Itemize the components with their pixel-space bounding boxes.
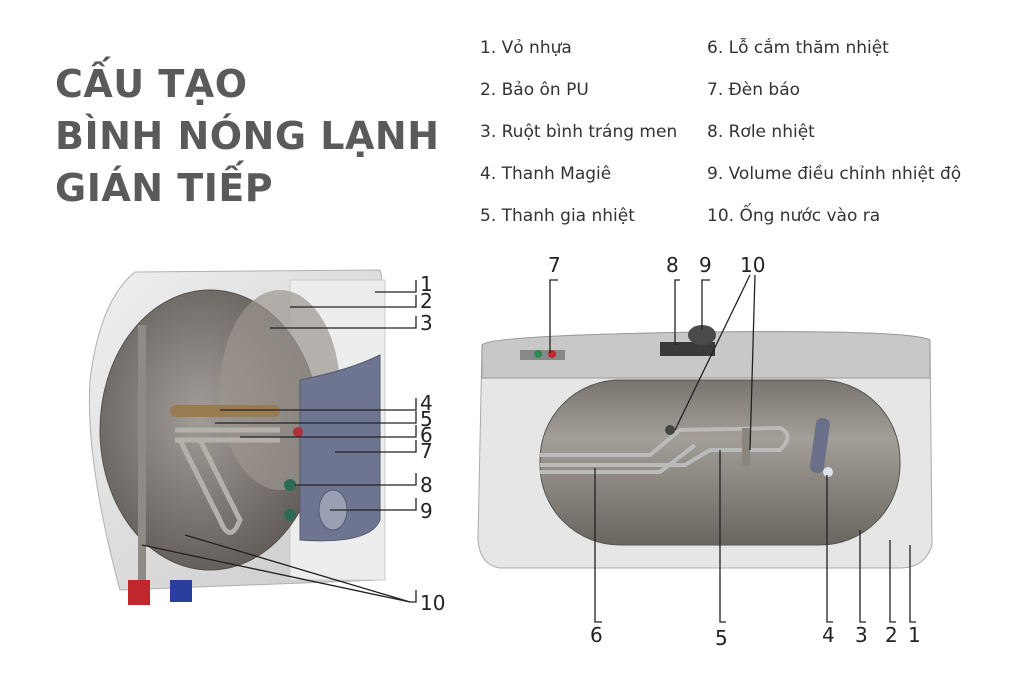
callout-5: 5	[420, 407, 433, 431]
callout-6: 6	[420, 423, 433, 447]
callout-1: 1	[908, 623, 921, 647]
title-line-2: BÌNH NÓNG LẠNH	[55, 114, 440, 158]
legend-item: 2. Bảo ôn PU	[480, 80, 589, 100]
legend-item: 1. Vỏ nhựa	[480, 38, 572, 58]
callout-4: 4	[822, 623, 835, 647]
title-line-1: CẤU TẠO	[55, 62, 248, 106]
legend-item: 5. Thanh gia nhiệt	[480, 206, 635, 226]
callout-6: 6	[590, 623, 603, 647]
callout-10: 10	[740, 253, 765, 277]
legend-item: 8. Rơle nhiệt	[707, 122, 815, 142]
legend-column-1: 1. Vỏ nhựa 2. Bảo ôn PU 3. Ruột bình trá…	[480, 27, 677, 237]
callout-9: 9	[420, 499, 433, 523]
legend-column-2: 6. Lỗ cắm thăm nhiệt 7. Đèn báo 8. Rơle …	[707, 27, 961, 237]
legend-item: 4. Thanh Magiê	[480, 164, 612, 184]
callout-1: 1	[420, 272, 433, 296]
legend-item: 7. Đèn báo	[707, 80, 801, 100]
callout-2: 2	[885, 623, 898, 647]
title-line-3: GIÁN TIẾP	[55, 166, 274, 210]
callout-5: 5	[715, 626, 728, 650]
callout-4: 4	[420, 391, 433, 415]
callout-7: 7	[548, 253, 561, 277]
legend-item: 6. Lỗ cắm thăm nhiệt	[707, 38, 889, 58]
figure-right-horizontal-heater: 7 8 9 10 6 5 4 3 2 1	[477, 253, 933, 650]
legend-item: 10. Ống nước vào ra	[707, 206, 881, 226]
diagram-title: CẤU TẠO BÌNH NÓNG LẠNH GIÁN TIẾP	[55, 58, 440, 214]
figure-left-vertical-heater: 1 2 3 4 5 6 7 8 9 10	[88, 269, 445, 615]
callout-9: 9	[699, 253, 712, 277]
callout-8: 8	[666, 253, 679, 277]
callout-10: 10	[420, 591, 445, 615]
callout-8: 8	[420, 473, 433, 497]
callout-7: 7	[420, 439, 433, 463]
callout-3: 3	[855, 623, 868, 647]
legend-item: 3. Ruột bình tráng men	[480, 122, 678, 142]
callout-3: 3	[420, 311, 433, 335]
callout-2: 2	[420, 289, 433, 313]
legend-item: 9. Volume điều chỉnh nhiệt độ	[707, 164, 962, 184]
